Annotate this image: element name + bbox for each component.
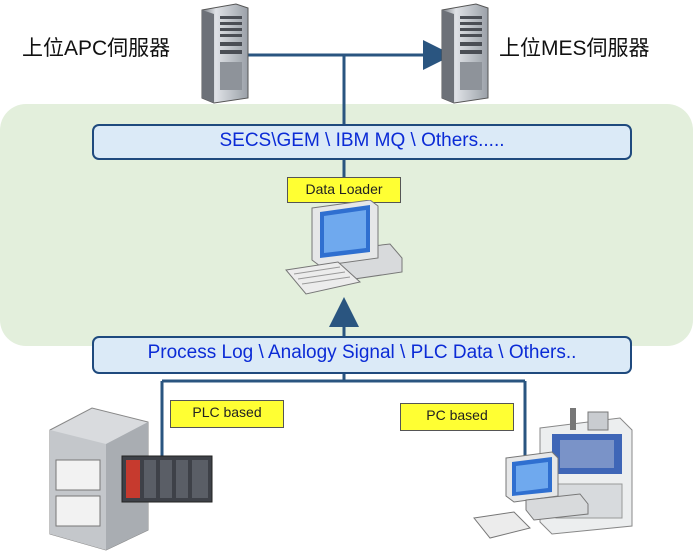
data-loader-computer-icon bbox=[285, 200, 403, 295]
mes-server-icon bbox=[441, 3, 489, 104]
protocol-bus-label: SECS\GEM \ IBM MQ \ Others..... bbox=[219, 130, 505, 151]
data-bus-label: Process Log \ Analogy Signal \ PLC Data … bbox=[147, 342, 577, 363]
plc-based-tag: PLC based bbox=[170, 400, 284, 428]
pc-based-tag: PC based bbox=[400, 403, 514, 431]
data-loader-tag: Data Loader bbox=[287, 177, 401, 203]
data-bus-box: Process Log \ Analogy Signal \ PLC Data … bbox=[92, 336, 632, 374]
plc-equipment-icon bbox=[49, 407, 213, 551]
protocol-bus-box: SECS\GEM \ IBM MQ \ Others..... bbox=[92, 124, 632, 160]
mes-server-label: 上位MES伺服器 bbox=[499, 37, 650, 60]
pc-equipment-icon bbox=[473, 408, 633, 539]
apc-server-label: 上位APC伺服器 bbox=[22, 37, 171, 60]
apc-server-icon bbox=[201, 3, 249, 104]
